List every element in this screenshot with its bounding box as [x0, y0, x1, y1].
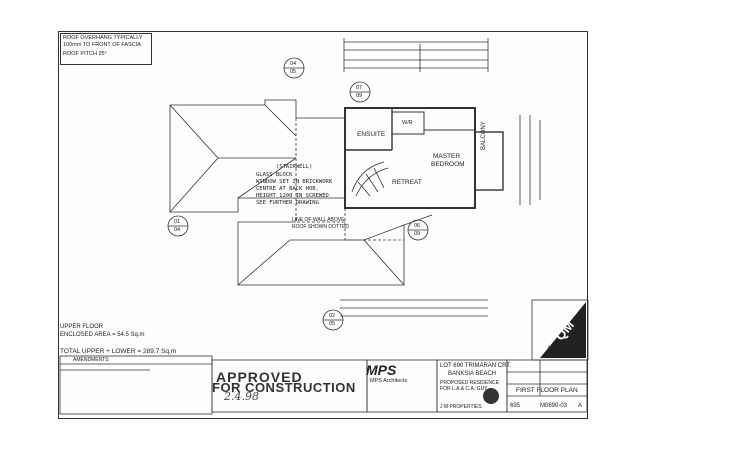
room-wr: W/R: [402, 120, 413, 126]
callout-c-bottom: 04: [174, 227, 181, 233]
roof-pitch-note: ROOF PITCH 25°: [63, 51, 107, 57]
callout-c-top: 01: [174, 219, 181, 225]
client-name: FOR L.A.& C.A. GUY: [440, 386, 488, 392]
approved-stamp-line2: FOR CONSTRUCTION: [212, 380, 356, 395]
approval-date: 2.4.98: [224, 390, 259, 403]
seal-dot: [483, 388, 499, 404]
sheet-title: FIRST FLOOR PLAN: [516, 387, 578, 394]
qm-logo-triangle: [540, 302, 586, 358]
drawing-sheet: [58, 31, 588, 419]
amendments-heading: AMENDMENTS: [73, 357, 109, 363]
handwritten-note-1: (STAIRWELL): [276, 164, 313, 170]
lot-address: LOT 690 TRIMARAN CRT.: [440, 363, 512, 369]
brand-homes: HOMES: [548, 346, 576, 352]
handwritten-note-3: WINDOW SET IN BRICKWORK: [256, 179, 333, 185]
total-area: TOTAL UPPER + LOWER = 289.7 Sq.m: [60, 348, 177, 355]
handwritten-note-2: GLASS BLOCK: [256, 172, 293, 178]
handwritten-note-4: CENTRE AT BACK HOB,: [256, 186, 319, 192]
handwritten-note-6: SEE FURTHER DRAWING: [256, 200, 319, 206]
enclosed-area: ENCLOSED AREA = 54.5 Sq.m: [60, 332, 145, 338]
room-master: MASTER: [433, 153, 461, 160]
callout-e-bottom: 05: [329, 321, 336, 327]
roof-overhang-note-2: 100mm TO FRONT OF FASCIA: [63, 42, 141, 48]
handwritten-note-5: HEIGHT 1200 IN SCREWED: [256, 193, 329, 199]
callout-e-top: 02: [329, 313, 336, 319]
revision: A: [578, 403, 583, 409]
callout-a-bottom: 05: [290, 69, 297, 75]
callout-b-top: 07: [356, 85, 363, 91]
upper-floor-label: UPPER FLOOR: [60, 324, 104, 330]
room-balcony: BALCONY: [481, 121, 487, 150]
drawing-number: M0690-03: [540, 403, 568, 409]
room-retreat: RETREAT: [392, 179, 422, 186]
callout-a-top: 04: [290, 61, 297, 67]
callout-d-bottom: 09: [414, 231, 421, 237]
roof-overhang-note-1: ROOF OVERHANG TYPICALLY: [63, 35, 143, 41]
approved-stamp-line1: APPROVED: [216, 369, 303, 385]
roof-shown-note: ROOF SHOWN DOTTED: [292, 224, 349, 230]
callout-d-top: 06: [414, 223, 421, 229]
properties: J M PROPERTIES: [440, 404, 482, 410]
roof-note-box: ROOF OVERHANG TYPICALLY 100mm TO FRONT O…: [60, 33, 152, 65]
proposed-residence: PROPOSED RESIDENCE: [440, 380, 499, 386]
mps-logo: MPS: [366, 362, 397, 378]
room-ensuite: ENSUITE: [357, 131, 386, 138]
callout-b-bottom: 09: [356, 93, 363, 99]
room-bedroom: BEDROOM: [431, 161, 465, 168]
suburb: BANKSIA BEACH: [448, 371, 497, 377]
firm-name: MPS Architects: [370, 378, 408, 384]
line-of-wall-note: LINE OF WALL ABOVE: [292, 217, 345, 223]
job-number: 695: [510, 403, 521, 409]
